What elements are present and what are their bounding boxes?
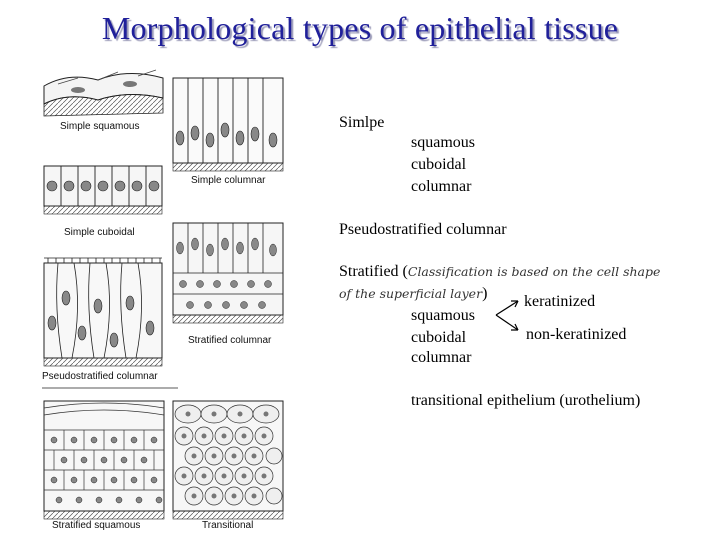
stratified-squamous-drawing <box>43 400 165 520</box>
label-stratified-columnar: Stratified columnar <box>188 335 272 346</box>
simple-item-squamous: squamous <box>411 134 475 151</box>
stratified-item-squamous: squamous <box>411 307 475 324</box>
label-transitional: Transitional <box>202 520 253 531</box>
page-title: Morphological types of epithelial tissue <box>101 10 619 46</box>
label-pseudostratified-columnar: Pseudostratified columnar <box>42 371 158 382</box>
transitional-drawing <box>172 400 284 520</box>
transitional-heading: transitional epithelium (urothelium) <box>411 392 641 409</box>
simple-item-cuboidal: cuboidal <box>411 156 467 173</box>
branch-arrows-icon <box>495 300 519 331</box>
simple-columnar-drawing <box>172 77 284 172</box>
keratinized-label: keratinized <box>524 293 596 310</box>
simple-squamous-drawing <box>43 69 164 117</box>
label-stratified-squamous: Stratified squamous <box>52 520 140 531</box>
stratified-heading-line: Stratified (Classification is based on t… <box>339 263 660 281</box>
stratified-note-line1: Classification is based on the cell shap… <box>407 264 661 279</box>
stratified-note-close: ) <box>482 285 488 302</box>
stratified-item-cuboidal: cuboidal <box>411 329 467 346</box>
stratified-note-line2: of the superficial layer <box>339 286 483 301</box>
simple-heading: Simlpe <box>339 114 385 131</box>
stratified-columnar-drawing <box>172 222 284 324</box>
pseudostratified-heading: Pseudostratified columnar <box>339 221 507 238</box>
stratified-item-columnar: columnar <box>411 349 472 366</box>
label-simple-columnar: Simple columnar <box>191 175 266 186</box>
simple-item-columnar: columnar <box>411 178 472 195</box>
stratified-note-line: of the superficial layer) <box>339 285 487 303</box>
stratified-heading: Stratified ( <box>339 263 408 280</box>
epithelium-diagram: Simple squamous Simple columnar <box>42 69 284 531</box>
non-keratinized-label: non-keratinized <box>526 326 627 343</box>
simple-cuboidal-drawing <box>43 165 163 215</box>
label-simple-cuboidal: Simple cuboidal <box>64 227 135 238</box>
label-simple-squamous: Simple squamous <box>60 121 139 132</box>
pseudostratified-columnar-drawing <box>43 257 163 367</box>
